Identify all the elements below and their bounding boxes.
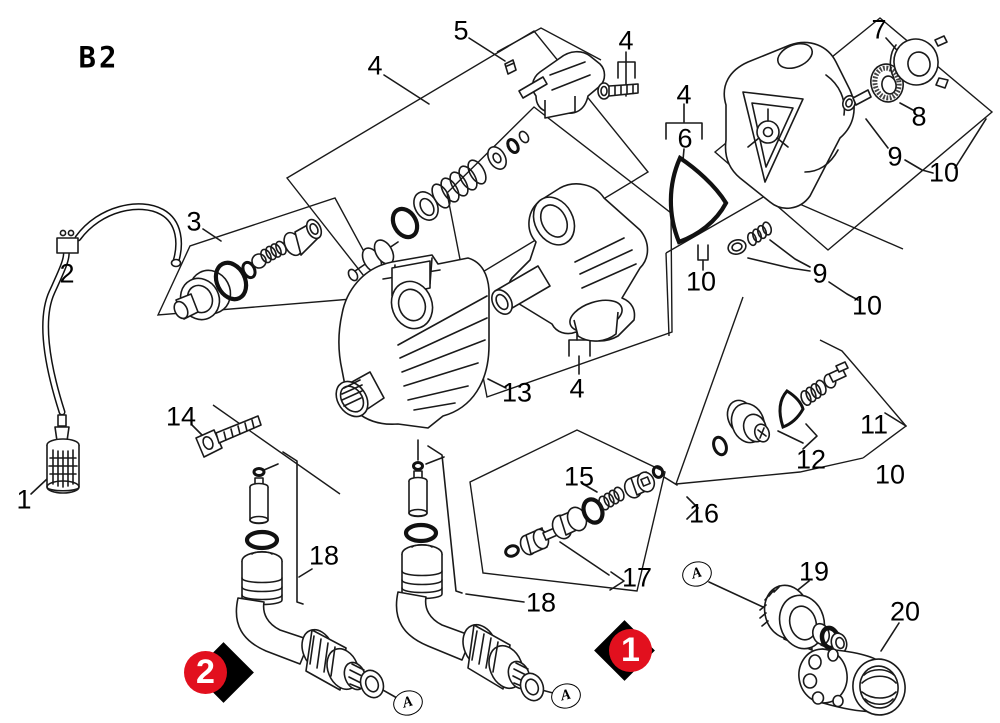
part-triangle-seal: [671, 158, 726, 242]
part-label-19: 19: [798, 556, 830, 587]
badge-number: 1: [609, 629, 652, 672]
part-label-9a: 9: [887, 141, 903, 172]
part-label-10d: 10: [874, 459, 906, 490]
part-plug-spring-group: [726, 221, 772, 256]
part-label-10c: 10: [851, 290, 883, 321]
part-label-3: 3: [186, 206, 202, 237]
part-label-12: 12: [795, 444, 827, 475]
part-label-4d: 4: [569, 373, 585, 404]
sheet-code: B2: [78, 40, 120, 75]
part-label-14: 14: [165, 401, 197, 432]
part-trigger-block: [505, 52, 605, 118]
part-label-18b: 18: [525, 587, 557, 618]
part-label-7: 7: [871, 14, 887, 45]
part-valve-group: [711, 362, 848, 457]
part-label-16: 16: [688, 498, 720, 529]
part-label-10a: 10: [928, 157, 960, 188]
part-hose: [46, 207, 181, 412]
part-label-17: 17: [621, 562, 653, 593]
part-label-4b: 4: [618, 25, 634, 56]
part-valve-piston-group: [347, 130, 531, 282]
part-piston-group: [504, 465, 664, 558]
part-elbow-outlet: [488, 184, 648, 341]
part-label-4c: 4: [676, 79, 692, 110]
part-coupling: [758, 580, 849, 655]
part-label-6: 6: [677, 123, 693, 154]
badge-number: 2: [184, 651, 227, 694]
part-label-2: 2: [59, 258, 75, 289]
part-label-9b: 9: [812, 258, 828, 289]
part-label-18a: 18: [308, 540, 340, 571]
part-filter: [47, 415, 79, 493]
part-label-15: 15: [563, 461, 595, 492]
part-label-20: 20: [889, 596, 921, 627]
part-label-11: 11: [859, 409, 889, 440]
part-bolt: [196, 416, 261, 457]
part-pump-head: [724, 35, 948, 208]
part-inlet-fitting-group: [171, 217, 324, 326]
step-badge-1: 1: [592, 613, 656, 687]
part-label-8: 8: [911, 101, 927, 132]
part-label-1: 1: [16, 484, 32, 515]
part-outlet-left: [236, 469, 387, 702]
part-pump-housing: [330, 255, 489, 428]
part-adapter: [795, 645, 910, 719]
part-outlet-center: [396, 463, 547, 705]
part-label-5: 5: [453, 15, 469, 46]
part-label-10b: 10: [685, 266, 717, 297]
part-screw-top: [598, 83, 638, 99]
part-label-13: 13: [501, 377, 533, 408]
step-badge-2: 2: [183, 635, 254, 709]
part-label-4a: 4: [367, 50, 383, 81]
